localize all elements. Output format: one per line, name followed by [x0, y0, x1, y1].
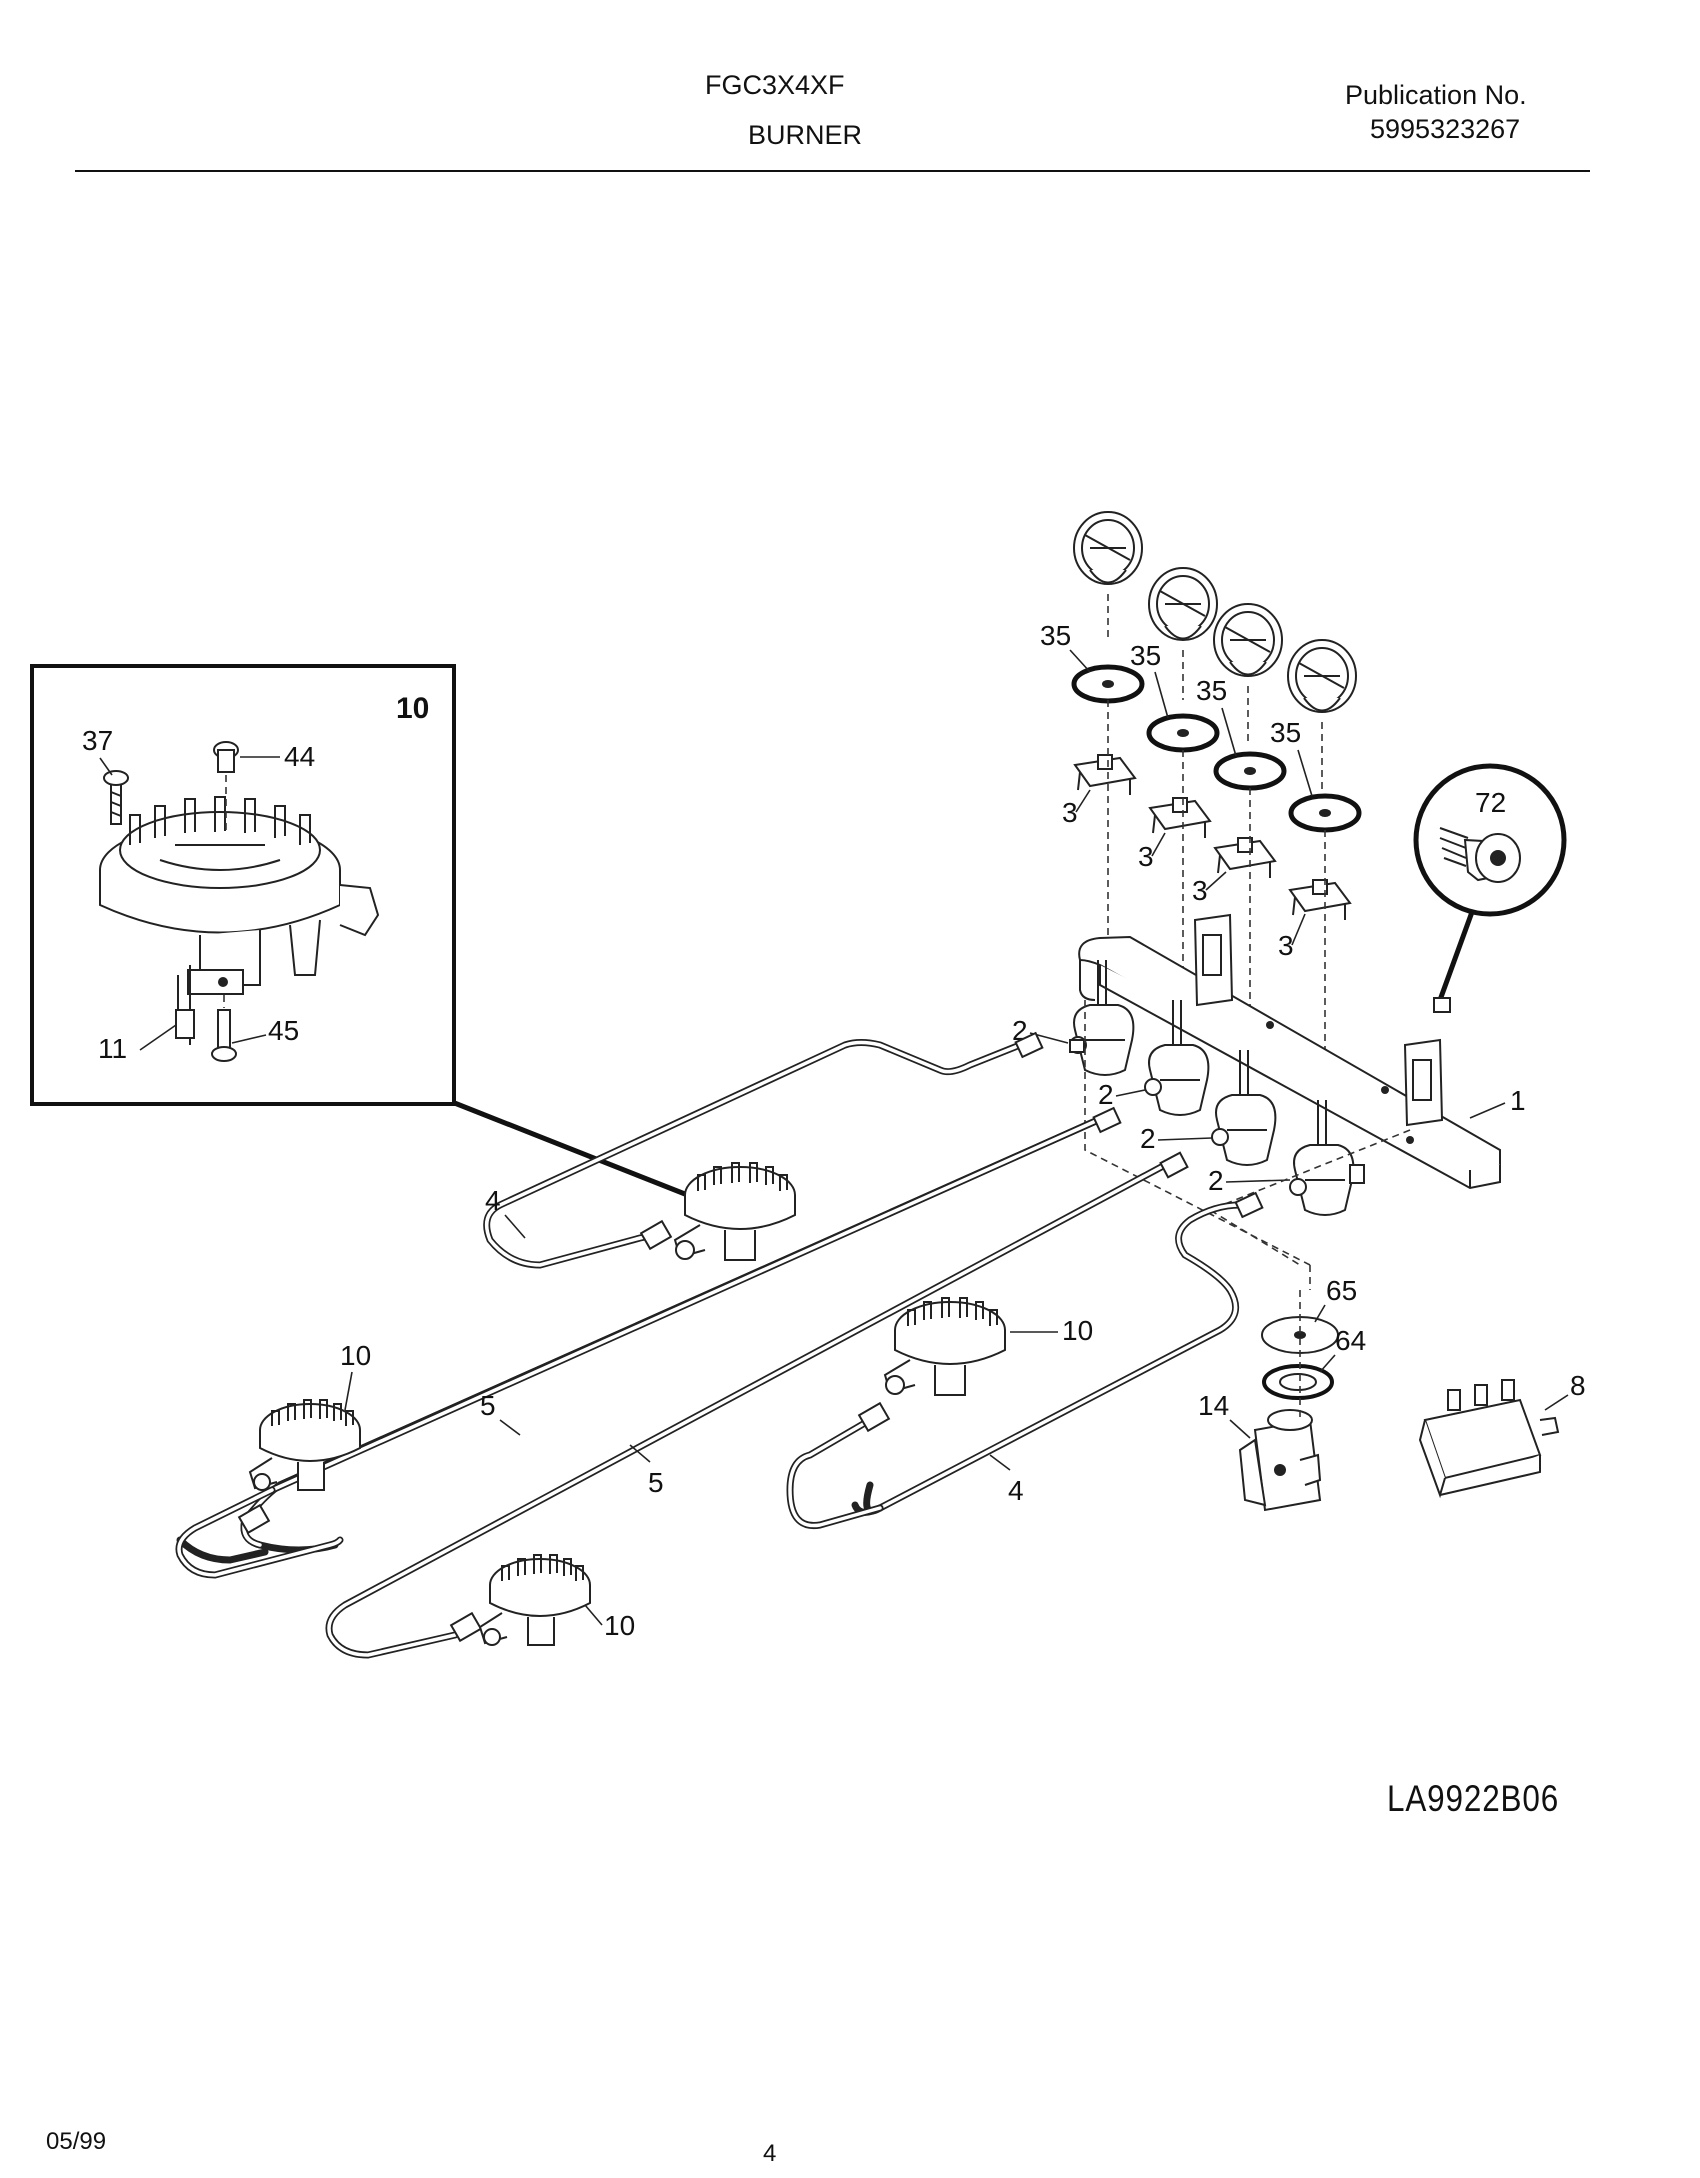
callout-4-b: 4	[1008, 1475, 1024, 1506]
regulator-seal-64	[1262, 1364, 1334, 1400]
callout-37: 37	[82, 725, 113, 756]
callout-14: 14	[1198, 1390, 1229, 1421]
callout-72: 72	[1475, 787, 1506, 818]
burner-right	[883, 1297, 1006, 1396]
tube-5-b	[325, 1151, 1189, 1659]
callout-35-b: 35	[1130, 640, 1161, 671]
inset-title: 10	[396, 692, 429, 725]
valve-brackets	[1073, 700, 1352, 1100]
callout-4-a: 4	[485, 1185, 501, 1216]
knob-4	[1287, 639, 1357, 790]
callout-3-b: 3	[1138, 841, 1154, 872]
header-divider	[75, 170, 1590, 172]
callout-11: 11	[98, 1033, 127, 1064]
regulator-gasket-65	[1261, 1316, 1339, 1354]
control-knobs	[1073, 511, 1357, 790]
model-number: FGC3X4XF	[705, 70, 845, 100]
callout-5-a: 5	[480, 1390, 496, 1421]
knob-3	[1213, 603, 1283, 745]
tube-4-right	[786, 1191, 1264, 1530]
inset-screw-37	[103, 770, 129, 825]
callout-10-front: 10	[604, 1610, 635, 1641]
revision-date: 05/99	[46, 2128, 107, 2155]
spark-module-8	[1418, 1379, 1560, 1499]
callout-3-c: 3	[1192, 875, 1208, 906]
callout-1: 1	[1510, 1085, 1526, 1116]
callout-2-c: 2	[1140, 1123, 1156, 1154]
gas-tubes	[175, 1031, 1264, 1659]
page-number: 4	[763, 2140, 777, 2167]
callout-45: 45	[268, 1015, 299, 1046]
knob-2	[1148, 567, 1218, 700]
burner-rear-left	[673, 1162, 796, 1261]
callout-3-a: 3	[1062, 797, 1078, 828]
burner-left	[248, 1399, 361, 1491]
knob-1	[1073, 511, 1143, 640]
pressure-regulator-group	[1238, 1290, 1339, 1512]
burner-detail-inset: 10	[30, 664, 456, 1106]
callout-44: 44	[284, 741, 315, 772]
callout-35-d: 35	[1270, 717, 1301, 748]
inset-burner-base	[99, 796, 380, 995]
inset-screw-44	[213, 741, 239, 830]
diagram-code: LA9922B06	[1387, 1778, 1560, 1819]
surface-burners	[248, 1162, 1006, 1646]
section-title: BURNER	[748, 120, 863, 150]
valve-4	[1289, 1100, 1365, 1216]
callout-5-b: 5	[648, 1467, 664, 1498]
assembly-guide-line	[1084, 1000, 1311, 1290]
publication-label: Publication No.	[1345, 80, 1527, 110]
callout-2-b: 2	[1098, 1079, 1114, 1110]
bezel-rings	[1071, 664, 1362, 833]
inset-connector-line	[451, 1099, 691, 1199]
valve-2	[1144, 1000, 1210, 1116]
valve-3	[1211, 1050, 1277, 1166]
valve-1	[1069, 960, 1135, 1076]
callout-8: 8	[1570, 1370, 1586, 1401]
regulator-14	[1238, 1409, 1322, 1512]
inset-screw-45	[211, 995, 237, 1062]
publication-number: 5995323267	[1370, 114, 1521, 144]
callout-2-d: 2	[1208, 1165, 1224, 1196]
burner-front	[478, 1554, 591, 1646]
tube-4-left	[483, 1031, 1044, 1269]
callout-10-right: 10	[1062, 1315, 1093, 1346]
gas-manifold	[1078, 913, 1501, 1190]
callout-35-c: 35	[1196, 675, 1227, 706]
burner-valves	[1069, 960, 1365, 1216]
callout-3-d: 3	[1278, 930, 1294, 961]
callout-10-left: 10	[340, 1340, 371, 1371]
callout-35-a: 35	[1040, 620, 1071, 651]
screw-72-detail: 72	[1413, 763, 1567, 1013]
callout-64: 64	[1335, 1325, 1366, 1356]
tube-5-a	[175, 1106, 1122, 1579]
callout-65: 65	[1326, 1275, 1357, 1306]
inset-electrode	[175, 965, 195, 1045]
